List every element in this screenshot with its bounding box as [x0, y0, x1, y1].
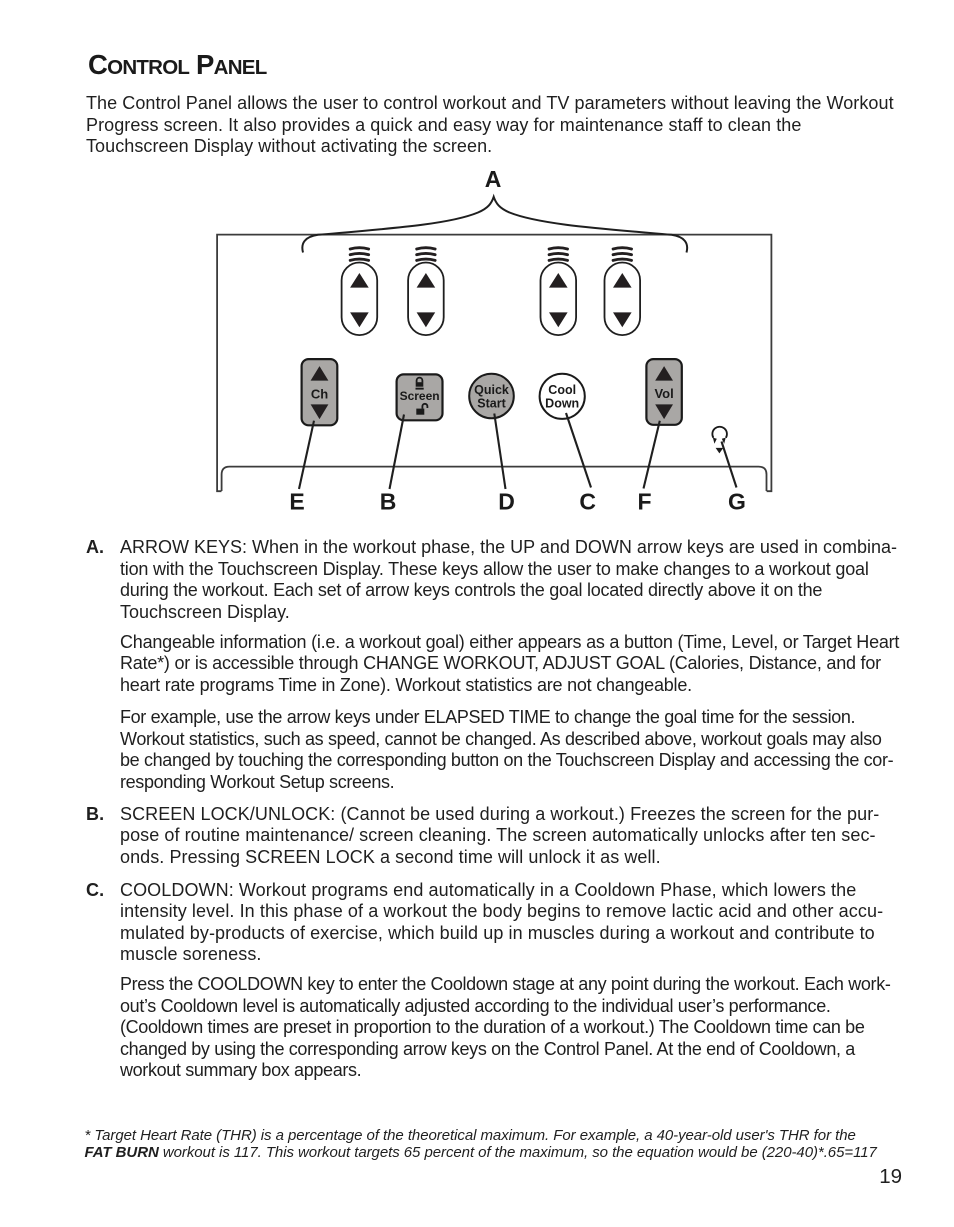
svg-text:Quick: Quick: [474, 383, 509, 397]
svg-text:F: F: [637, 489, 651, 515]
svg-text:G: G: [728, 489, 746, 515]
svg-text:Cool: Cool: [548, 383, 576, 397]
svg-text:A: A: [485, 166, 502, 192]
svg-text:C: C: [579, 489, 596, 515]
svg-text:Screen: Screen: [400, 389, 440, 403]
svg-text:B: B: [380, 489, 397, 515]
svg-text:E: E: [289, 489, 304, 515]
svg-text:Vol: Vol: [654, 386, 673, 401]
svg-text:D: D: [498, 489, 515, 515]
svg-text:Ch: Ch: [311, 386, 328, 401]
svg-text:Down: Down: [545, 397, 579, 411]
svg-text:Start: Start: [477, 397, 506, 411]
